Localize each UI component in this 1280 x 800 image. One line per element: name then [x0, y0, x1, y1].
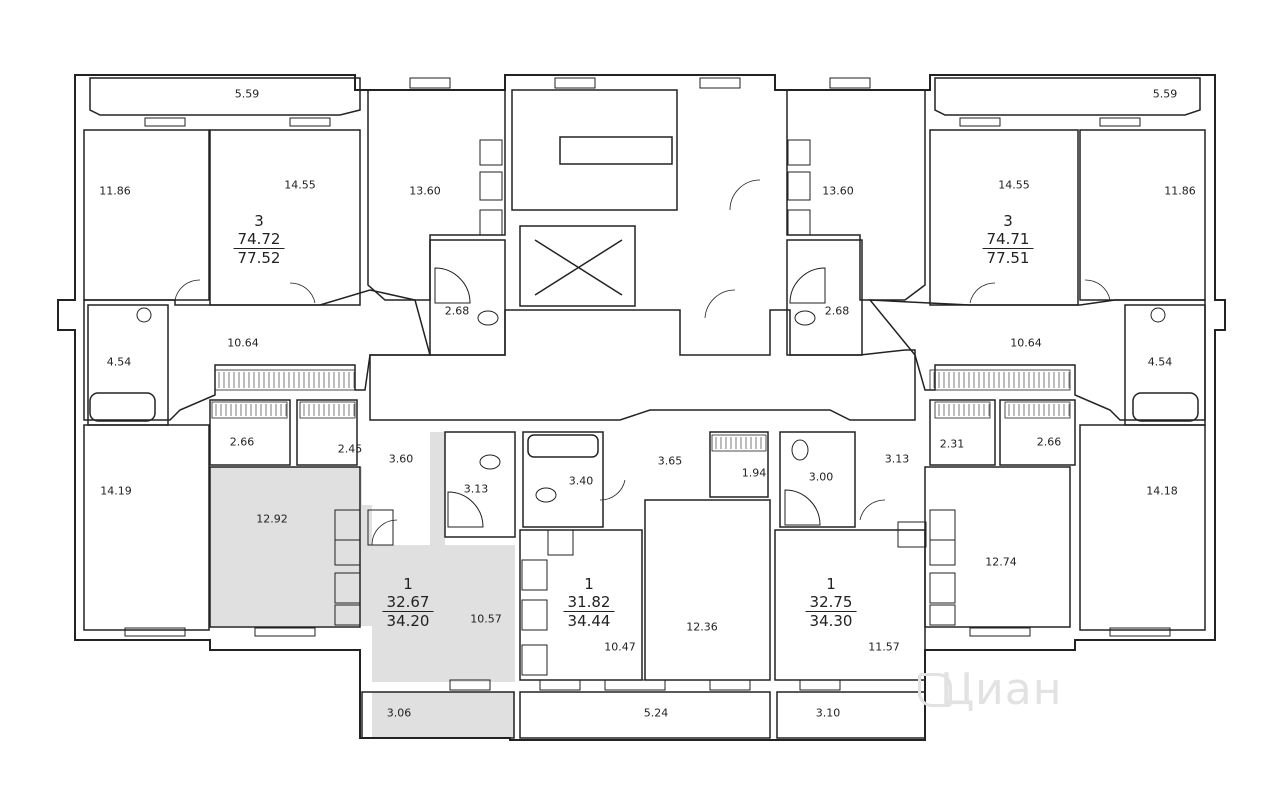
balcony-left — [89, 77, 361, 116]
area-bath-s1: 3.13 — [463, 482, 489, 496]
area-room-a1: 11.86 — [99, 184, 131, 198]
area-hall-s2: 3.65 — [657, 454, 683, 468]
bathtub-left — [89, 392, 156, 422]
loggia-s1 — [361, 691, 515, 739]
apartment-total-area: 77.52 — [237, 249, 281, 267]
stair-landing — [559, 136, 673, 165]
area-closet-r2: 2.66 — [1036, 435, 1062, 449]
loggia-s3 — [776, 691, 926, 739]
closet-r2 — [999, 399, 1076, 466]
apartment-total-area: 77.51 — [986, 249, 1030, 267]
area-bath-right: 2.68 — [824, 304, 850, 318]
hall-right — [868, 299, 1206, 421]
outer-wall — [57, 74, 1226, 741]
apartment-total-area: 34.30 — [809, 612, 853, 630]
area-kitchen-s1: 10.57 — [470, 612, 502, 626]
apartment-total-area: 34.44 — [567, 612, 611, 630]
closet-r1 — [929, 399, 996, 466]
area-loggia-s2: 5.24 — [643, 706, 669, 720]
area-hall-s3: 3.13 — [884, 452, 910, 466]
loggia-s2 — [519, 691, 771, 739]
area-room-left-bottom: 14.19 — [100, 484, 132, 498]
watermark-logo-icon — [918, 673, 952, 707]
highlighted-apartment — [210, 432, 515, 682]
apartment-rooms: 1 — [826, 575, 836, 593]
area-kitchen-s3: 11.57 — [868, 640, 900, 654]
area-kitchen-s2: 10.47 — [604, 640, 636, 654]
area-loggia-s3: 3.10 — [815, 706, 841, 720]
area-room-s2: 12.36 — [686, 620, 718, 634]
apartment-1room-c: 1 32.75 34.30 — [805, 575, 857, 630]
closet-s2 — [709, 431, 769, 498]
room-a1 — [83, 129, 210, 301]
highlighted-loggia — [372, 692, 515, 737]
area-room-right-bottom: 14.18 — [1146, 484, 1178, 498]
corridor — [369, 309, 916, 421]
area-room-s3: 12.74 — [985, 555, 1017, 569]
room-right-bottom — [1079, 424, 1206, 631]
stairwell — [511, 89, 678, 211]
apartment-living-area: 32.75 — [805, 593, 857, 612]
apartment-living-area: 74.71 — [982, 230, 1034, 249]
apartment-living-area: 31.82 — [563, 593, 615, 612]
area-hall-left: 10.64 — [227, 336, 259, 350]
apartment-rooms: 1 — [584, 575, 594, 593]
apartment-3room-left: 3 74.72 77.52 — [233, 212, 285, 267]
room-a2 — [209, 129, 361, 306]
area-bath-left: 2.68 — [444, 304, 470, 318]
area-bath-s2: 3.40 — [568, 474, 594, 488]
bath-s1 — [444, 431, 516, 538]
area-hall-s1: 3.60 — [388, 452, 414, 466]
area-closet-r1: 2.31 — [939, 437, 965, 451]
apartment-rooms: 3 — [1003, 212, 1013, 230]
area-room-s1: 12.92 — [256, 512, 288, 526]
apartment-3room-right: 3 74.71 77.51 — [982, 212, 1034, 267]
area-loggia-s1: 3.06 — [386, 706, 412, 720]
apartment-1room-a: 1 32.67 34.20 — [382, 575, 434, 630]
area-room-b2: 14.55 — [998, 178, 1030, 192]
closet-l2 — [296, 399, 358, 466]
closet-l1 — [209, 399, 291, 466]
room-s2-outline — [644, 499, 771, 681]
balcony-right — [934, 77, 1201, 116]
area-balcony-top-right: 5.59 — [1152, 87, 1178, 101]
bath-right — [786, 239, 863, 356]
area-wc-left: 4.54 — [106, 355, 132, 369]
area-closet-s2: 1.94 — [741, 466, 767, 480]
elevator — [519, 225, 636, 307]
bath-s3 — [779, 431, 856, 528]
apartment-1room-b: 1 31.82 34.44 — [563, 575, 615, 630]
apartment-rooms: 1 — [403, 575, 413, 593]
apartment-living-area: 32.67 — [382, 593, 434, 612]
apartment-total-area: 34.20 — [386, 612, 430, 630]
area-closet-l2: 2.45 — [337, 442, 363, 456]
apartment-rooms: 3 — [254, 212, 264, 230]
area-room-a2: 14.55 — [284, 178, 316, 192]
room-left-bottom — [83, 424, 210, 631]
area-room-b3: 11.86 — [1164, 184, 1196, 198]
watermark: Циан — [940, 664, 1063, 715]
area-bath-s3: 3.00 — [808, 470, 834, 484]
room-b3 — [786, 89, 926, 301]
apartment-living-area: 74.72 — [233, 230, 285, 249]
bath-s2 — [522, 431, 604, 528]
area-closet-l1: 2.66 — [229, 435, 255, 449]
hall-left — [83, 289, 431, 421]
bathtub-s2 — [527, 434, 599, 458]
area-wc-right: 4.54 — [1147, 355, 1173, 369]
area-hall-right: 10.64 — [1010, 336, 1042, 350]
area-room-a3: 13.60 — [409, 184, 441, 198]
area-room-b1: 13.60 — [822, 184, 854, 198]
bathtub-right — [1132, 392, 1199, 422]
bath-left — [429, 239, 506, 356]
area-balcony-top-left: 5.59 — [234, 87, 260, 101]
kitchen-s2-outline — [519, 529, 643, 681]
room-b1 — [1079, 129, 1206, 301]
